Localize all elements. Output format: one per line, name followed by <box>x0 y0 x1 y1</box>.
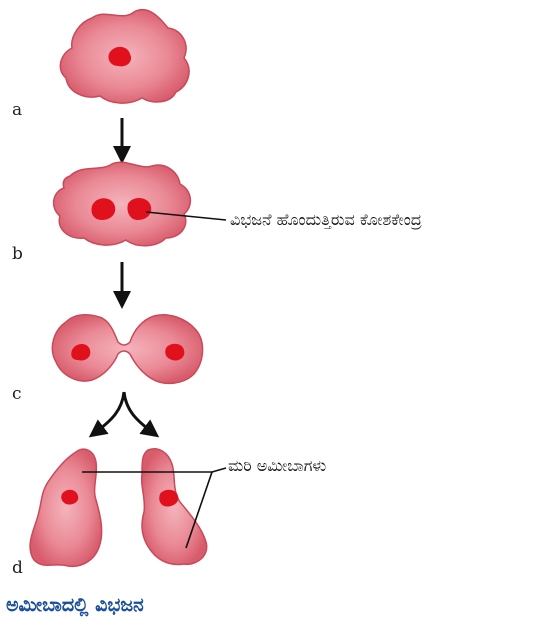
nucleus-d-left <box>61 489 79 505</box>
arrow-c-to-d-right <box>122 391 160 438</box>
step-label-c: c <box>12 384 22 404</box>
nucleus-c-left <box>71 344 91 361</box>
nucleus-b-left <box>91 198 116 220</box>
nucleus-b-right <box>127 198 152 220</box>
nucleus-d-right <box>159 489 179 507</box>
nucleus-c-right <box>165 343 185 361</box>
step-label-b: b <box>12 244 23 264</box>
nucleus-a <box>108 46 132 67</box>
pointer-line-daughter-link <box>211 467 227 473</box>
annotation-daughter-amoebae: ಮರಿ ಅಮೀಬಾಗಳು <box>228 456 327 475</box>
step-label-d: d <box>12 558 23 578</box>
amoeba-b-body <box>52 161 192 247</box>
step-label-a: a <box>12 100 23 120</box>
arrow-c-to-d-left <box>88 391 126 438</box>
amoeba-stage-d <box>29 448 208 568</box>
figure-caption: ಅಮೀಬಾದಲ್ಲಿ ವಿಭಜನ <box>6 594 144 616</box>
amoeba-stage-b <box>52 161 192 247</box>
amoeba-stage-c <box>51 314 204 385</box>
amoeba-c-body <box>51 314 204 385</box>
amoeba-stage-a <box>59 8 190 104</box>
pointer-line-dividing-nucleus <box>145 211 227 221</box>
daughter-amoeba-right <box>140 448 208 566</box>
annotation-dividing-nucleus: ವಿಭಜನೆ ಹೊಂದುತ್ತಿರುವ ಕೋಶಕೇಂದ್ರ <box>230 210 422 229</box>
daughter-amoeba-left <box>29 448 103 568</box>
